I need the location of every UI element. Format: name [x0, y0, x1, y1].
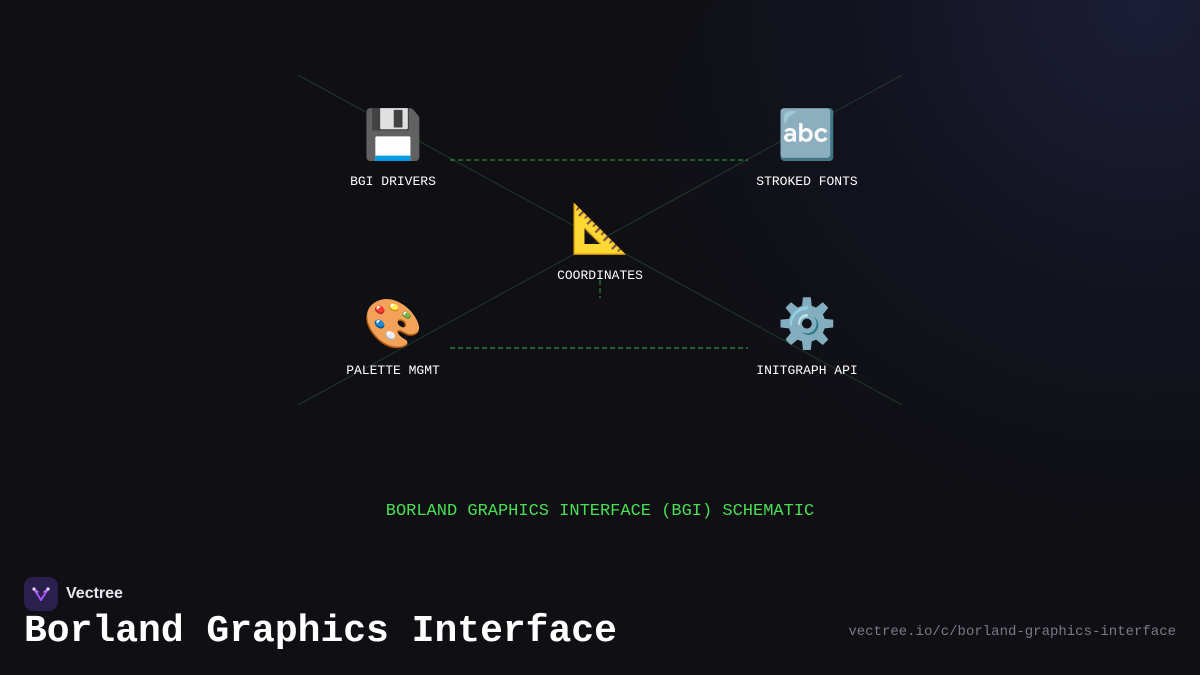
node-label: BGI DRIVERS [350, 174, 436, 189]
page-url[interactable]: vectree.io/c/borland-graphics-interface [848, 624, 1176, 640]
node-bgi-drivers: 💾 BGI DRIVERS [293, 106, 493, 189]
floppy-disk-icon: 💾 [363, 107, 423, 163]
triangular-ruler-icon: 📐 [570, 201, 630, 257]
node-coordinates: 📐 COORDINATES [500, 200, 700, 283]
node-label: INITGRAPH API [756, 363, 858, 378]
diagram-caption: BORLAND GRAPHICS INTERFACE (BGI) SCHEMAT… [385, 502, 815, 521]
node-label: COORDINATES [557, 268, 643, 283]
node-stroked-fonts: 🔤 STROKED FONTS [707, 106, 907, 189]
brand-name: Vectree [66, 585, 123, 602]
artist-palette-icon: 🎨 [363, 296, 423, 352]
gear-icon: ⚙️ [777, 296, 837, 352]
node-palette-mgmt: 🎨 PALETTE MGMT [293, 295, 493, 378]
page-title: Borland Graphics Interface [24, 610, 617, 653]
vectree-logo-icon [24, 577, 58, 611]
brand[interactable]: Vectree [24, 577, 123, 611]
diagonal-line-up [297, 74, 903, 406]
node-label: STROKED FONTS [756, 174, 858, 189]
node-label: PALETTE MGMT [346, 363, 440, 378]
logo-mark [32, 587, 50, 601]
node-initgraph-api: ⚙️ INITGRAPH API [707, 295, 907, 378]
abc-letters-icon: 🔤 [777, 107, 837, 163]
